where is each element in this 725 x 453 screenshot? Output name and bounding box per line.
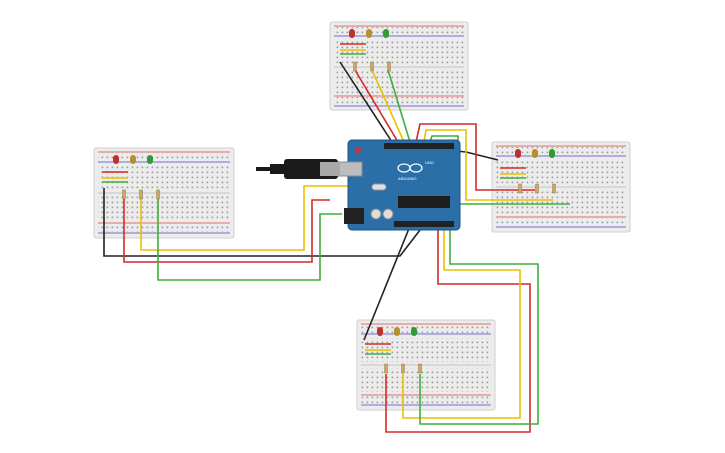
led-yellow-bottom[interactable] [394,327,400,336]
wire-left-green [157,198,342,281]
wire-bottom-yellow [402,228,521,419]
arduino-brand-text: ARDUINO [398,176,416,181]
power-header[interactable] [394,221,454,227]
wire-right-yellow [423,129,553,201]
arduino-logo-icon [397,163,423,173]
led-red-left[interactable] [113,155,119,164]
wire-top-red [354,69,399,143]
resistor-bottom[interactable] [401,363,405,374]
reset-button[interactable] [355,147,361,153]
power-jack[interactable] [344,208,364,224]
wire-right-red [415,123,535,191]
led-yellow-right[interactable] [532,149,538,158]
crystal [371,183,387,191]
led-yellow-top[interactable] [366,29,372,38]
usb-port[interactable] [337,161,363,177]
breadboard-left[interactable] [93,147,235,239]
wire-top-yellow [371,69,405,143]
resistor-left[interactable] [156,189,160,200]
wire-bottom-green [419,228,539,425]
wire-top-green [387,69,411,143]
led-green-left[interactable] [147,155,153,164]
resistor-right[interactable] [552,183,556,194]
led-red-right[interactable] [515,149,521,158]
resistor-bottom[interactable] [384,363,388,374]
arduino-uno-board[interactable]: ARDUINO UNO [337,139,461,231]
led-red-top[interactable] [349,29,355,38]
led-green-top[interactable] [383,29,389,38]
resistor-left[interactable] [139,189,143,200]
resistor-top[interactable] [370,61,374,72]
capacitor [382,208,394,220]
wire-right-green [429,135,570,205]
usb-cable[interactable] [256,159,340,179]
digital-header[interactable] [384,143,454,149]
breadboard-bottom[interactable] [356,319,496,411]
led-yellow-left[interactable] [130,155,136,164]
resistor-right[interactable] [518,183,522,194]
capacitor [370,208,382,220]
wires [103,61,570,433]
wire-left-black [103,188,421,257]
led-green-right[interactable] [549,149,555,158]
wire-bottom-red [385,228,531,433]
resistor-bottom[interactable] [418,363,422,374]
components [102,29,556,374]
resistor-top[interactable] [353,61,357,72]
arduino-model-text: UNO [425,160,434,165]
wire-bottom-black [363,225,411,341]
resistor-top[interactable] [387,61,391,72]
breadboard-right[interactable] [491,141,631,233]
wire-top-black [339,61,393,143]
led-red-bottom[interactable] [377,327,383,336]
led-green-bottom[interactable] [411,327,417,336]
resistor-left[interactable] [122,189,126,200]
wire-left-red [123,198,330,263]
microcontroller-chip [398,196,450,208]
resistor-right[interactable] [535,183,539,194]
